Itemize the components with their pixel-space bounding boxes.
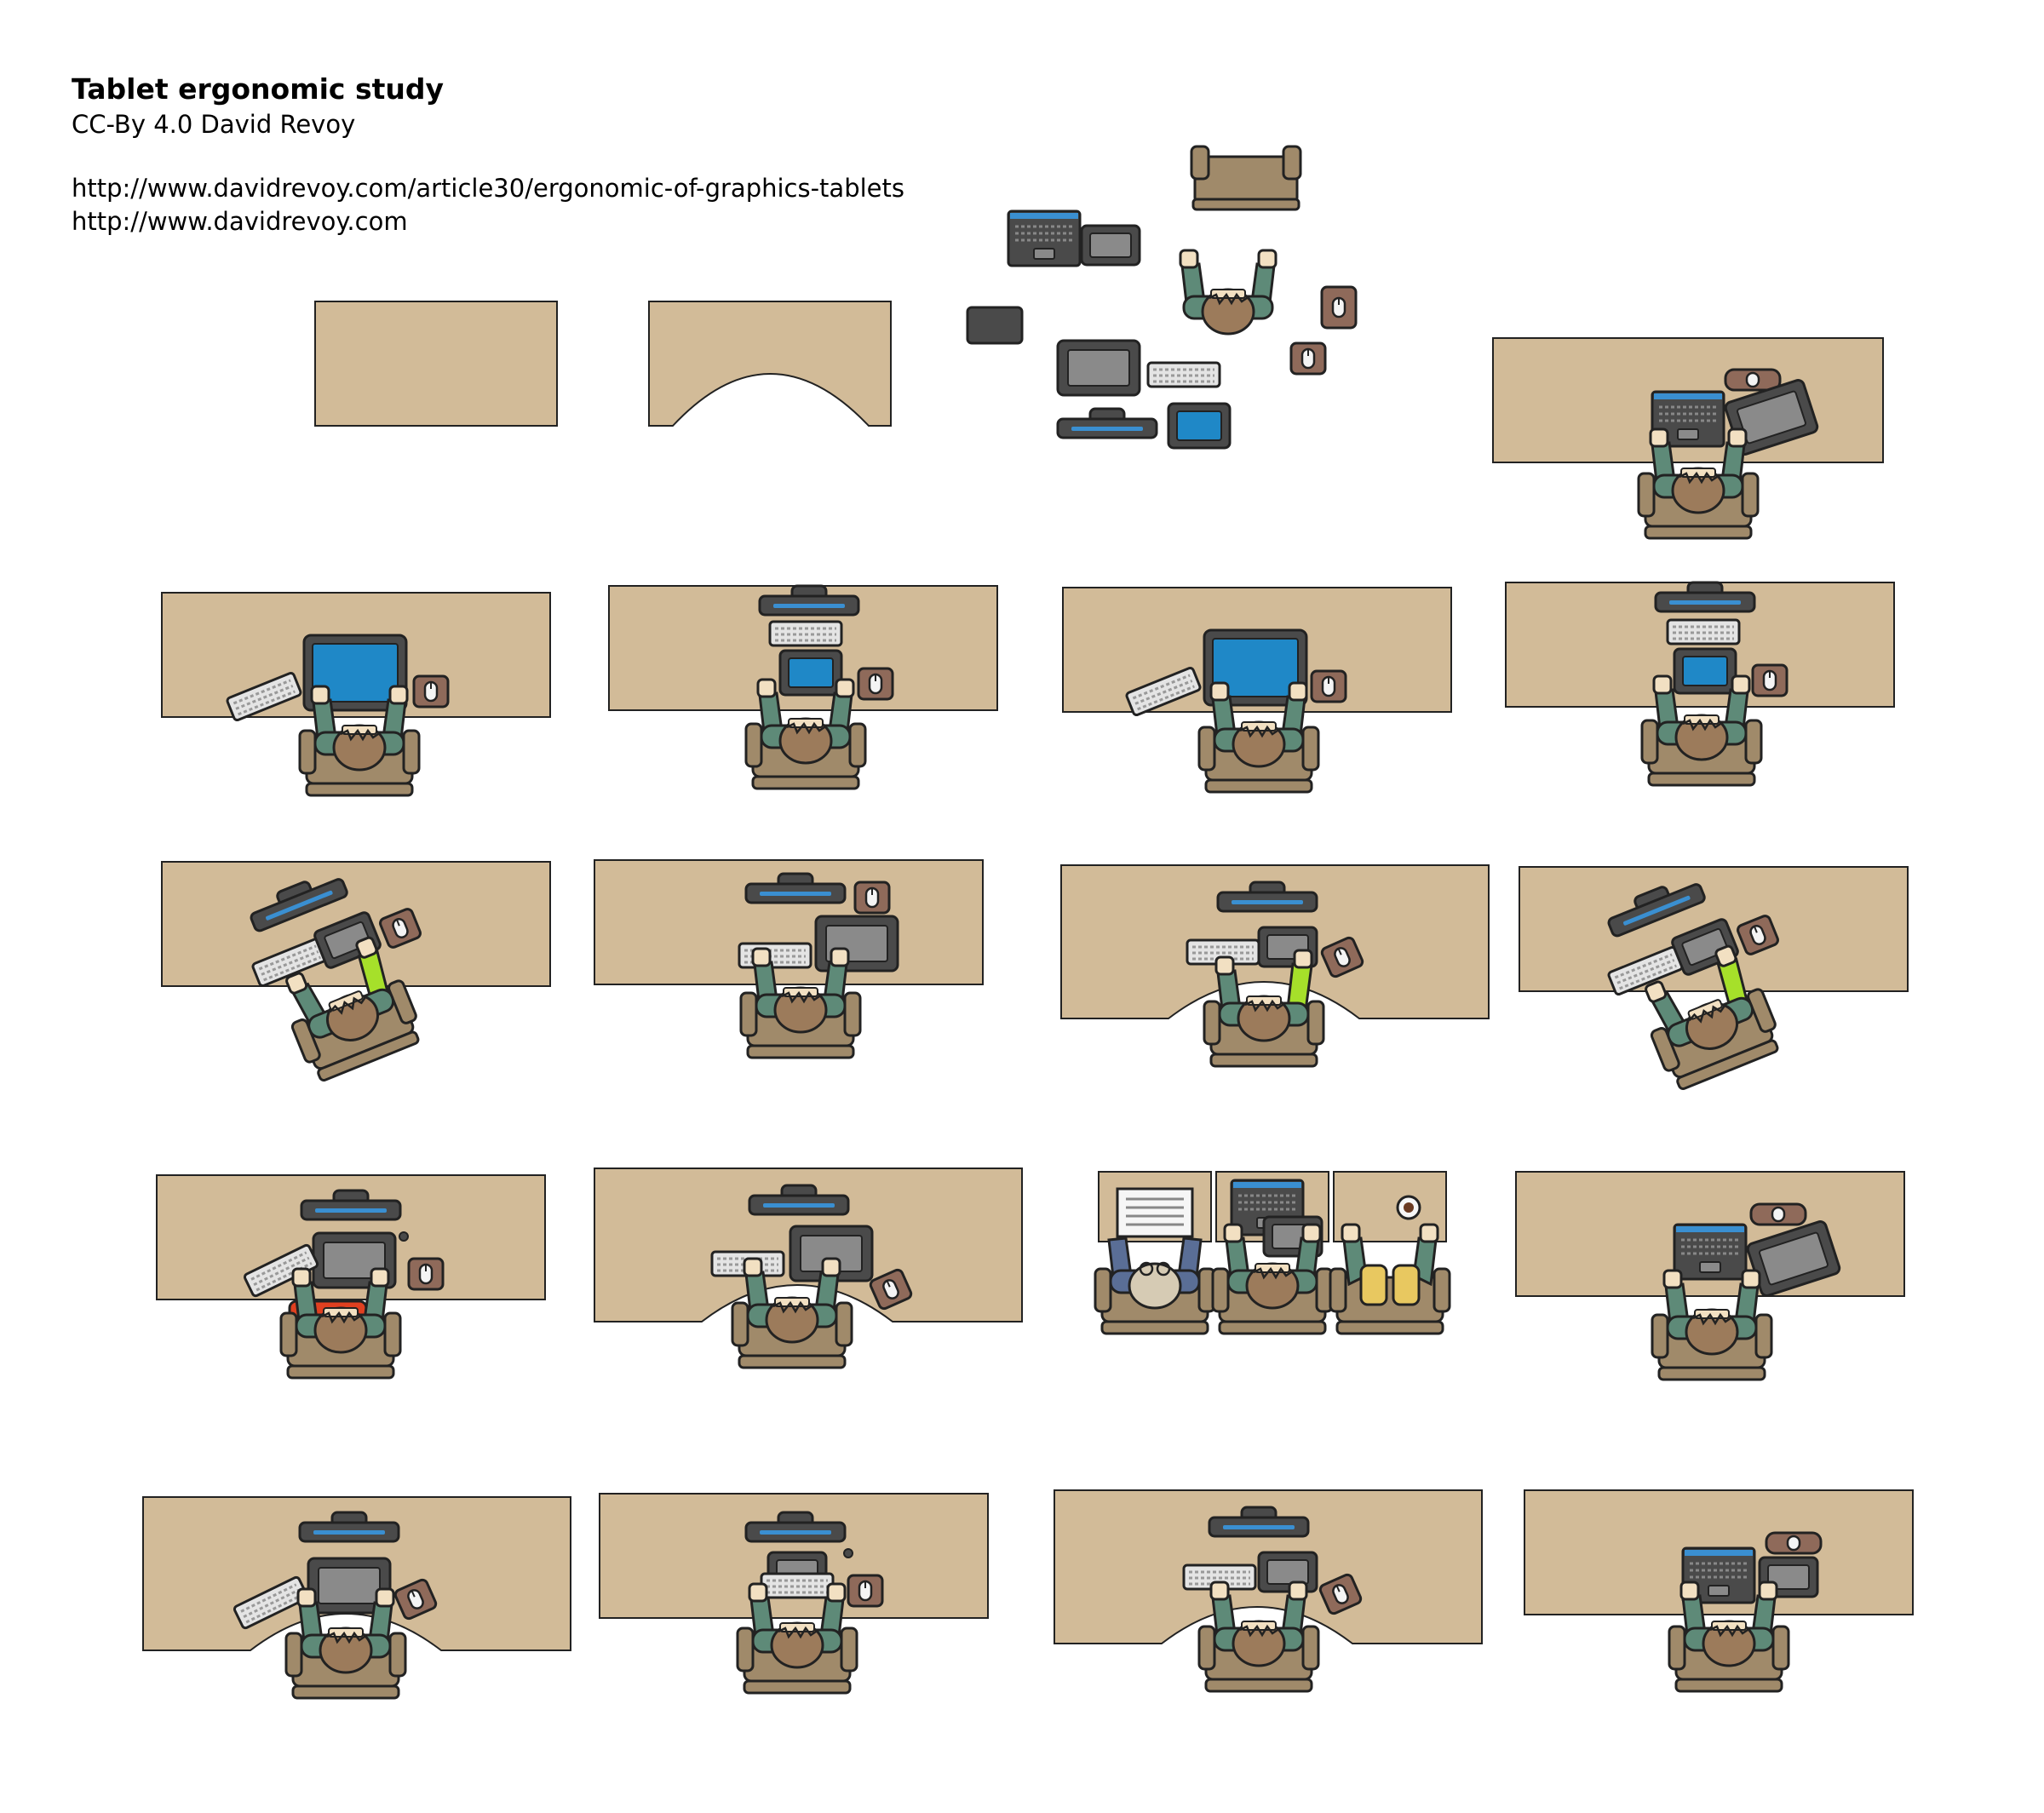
person-icon [1179,249,1278,336]
scene-r2-4 [1505,581,1895,785]
sofa-icon [1190,145,1302,211]
scene-r4-4 [1515,1171,1905,1380]
scene-r3-3 [1060,864,1490,1066]
tablet-icon [966,306,1024,345]
website-link[interactable]: http://www.davidrevoy.com [72,207,408,236]
scene-r3-1 [161,861,551,1084]
keyboard-icon [1146,361,1221,388]
scene-r4-3 [1094,1171,1451,1335]
scene-r2-1 [161,592,551,795]
links-block: http://www.davidrevoy.com/article30/ergo… [72,172,904,238]
scene-r5-4 [1524,1489,1914,1691]
scene-r4-2 [594,1168,1023,1368]
monitor-icon [1056,407,1158,439]
page-title: Tablet ergonomic study [72,72,445,106]
tablet-icon [1056,339,1141,397]
scene-r4-1 [156,1174,546,1378]
scene-laptop-tablet-top [1492,337,1884,538]
header: Tablet ergonomic study CC-By 4.0 David R… [72,72,904,238]
scene-r2-3 [1062,587,1452,792]
article-link[interactable]: http://www.davidrevoy.com/article30/ergo… [72,174,904,203]
scene-r5-3 [1054,1489,1483,1691]
scene-r5-2 [599,1493,989,1693]
mouse-icon [1289,341,1327,376]
credit-line: CC-By 4.0 David Revoy [72,110,356,139]
mouse-icon [1320,285,1358,330]
tablet-icon [1080,224,1141,267]
scene-r2-2 [608,584,998,789]
desk-cutout [648,301,892,427]
scene-r5-1 [142,1496,571,1698]
screen-blue-icon [1167,402,1232,450]
laptop-icon [1007,209,1082,267]
scene-r3-4 [1519,866,1909,1093]
desk-plain [314,301,558,427]
scene-r3-2 [594,859,984,1058]
